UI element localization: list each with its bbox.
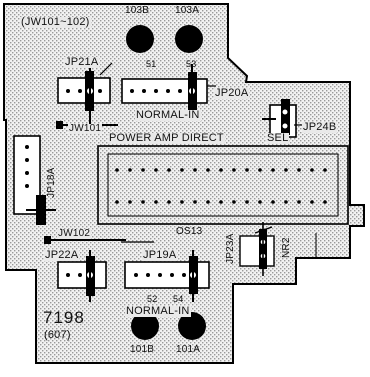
mount-hole-101a: [178, 312, 206, 340]
jp21a-connector: [57, 62, 113, 124]
jp19a-connector: [124, 250, 210, 302]
normal-in-bottom-label: NORMAL-IN: [125, 305, 191, 317]
jp18a-connector: [13, 135, 56, 225]
mount-hole-103b: [126, 25, 154, 53]
jp20a-connector: [121, 64, 216, 113]
pin-54-label: 54: [173, 294, 184, 304]
jw102-label: JW102: [57, 228, 92, 239]
hole-101a-label: 101A: [176, 344, 201, 355]
jw101-102-label: (JW101~102): [20, 16, 91, 28]
pin-52-label: 52: [147, 294, 158, 304]
jp22a-connector: [57, 250, 107, 302]
jp24b-label: JP24B: [302, 121, 338, 133]
jp20a-label: JP20A: [214, 87, 250, 99]
jp22a-label: JP22A: [44, 249, 80, 261]
mount-hole-101b: [131, 312, 159, 340]
power-amp-direct-label: POWER AMP DIRECT: [108, 132, 225, 144]
nr2-label: NR2: [281, 237, 292, 258]
sel-label: SEL: [266, 132, 290, 144]
board-subcode-label: (607): [44, 329, 71, 341]
jw102-link-end: [44, 236, 51, 244]
os13-ic: [97, 145, 349, 225]
mount-hole-103a: [175, 25, 203, 53]
jp19a-label: JP19A: [142, 249, 178, 261]
jp21a-label: JP21A: [64, 56, 100, 68]
os13-label: OS13: [176, 226, 203, 237]
jw101-link-end: [56, 121, 63, 129]
pin-53-label: 53: [186, 59, 197, 69]
normal-in-top-label: NORMAL-IN: [135, 109, 201, 121]
jp24b-connector: [262, 99, 308, 138]
jp18a-label: JP18A: [46, 167, 57, 198]
jp23a-label: JP23A: [225, 233, 236, 264]
board-code-label: 7198: [43, 308, 85, 327]
jw101-label: JW101: [68, 123, 103, 134]
hole-101b-label: 101B: [130, 344, 155, 355]
hole-103a-label: 103A: [175, 5, 200, 16]
hole-103b-label: 103B: [125, 5, 150, 16]
pin-51-label: 51: [146, 59, 157, 69]
jp23a-connector: [239, 222, 275, 276]
